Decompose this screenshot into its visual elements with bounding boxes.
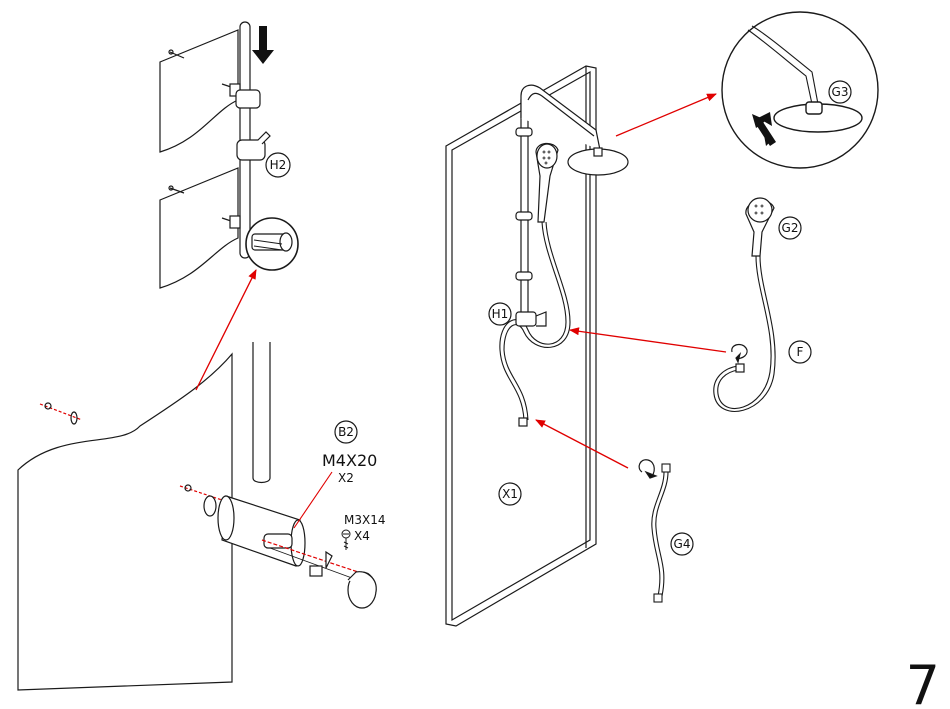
rotate-clockwise-icon [732, 345, 747, 362]
upper-wall-panel [160, 30, 238, 152]
part-label-g4: G4 [671, 533, 693, 555]
svg-text:F: F [797, 345, 804, 359]
svg-text:G4: G4 [674, 537, 691, 551]
svg-text:H2: H2 [270, 158, 287, 172]
screw-icon [342, 530, 350, 550]
hose-g4 [652, 464, 670, 602]
page-number: 7 [906, 654, 940, 709]
screw-small-qty: X4 [354, 529, 370, 543]
part-label-h2: H2 [266, 153, 290, 177]
svg-text:G2: G2 [782, 221, 799, 235]
part-label-g2: G2 [779, 217, 801, 239]
mixer-valve [516, 312, 536, 326]
part-label-f: F [789, 341, 811, 363]
part-label-g3: G3 [829, 81, 851, 103]
shower-head-zoom [722, 12, 878, 168]
svg-text:G3: G3 [832, 85, 849, 99]
shower-head-callout-arrow [616, 94, 716, 136]
part-label-h1: H1 [489, 303, 511, 325]
small-screw-callout: M3X14 X4 [342, 513, 385, 550]
hand-shower-with-hose [714, 198, 775, 411]
shower-panel-illustration [446, 66, 628, 626]
svg-text:B2: B2 [338, 425, 354, 439]
wall-bracket-detail [18, 342, 376, 690]
screw-b2-size: M4X20 [322, 451, 377, 470]
rail-section [253, 342, 270, 483]
part-label-x1: X1 [499, 483, 521, 505]
screw-small-size: M3X14 [344, 513, 385, 527]
svg-text:X1: X1 [502, 487, 518, 501]
handshower-holder [237, 140, 265, 160]
bracket-body [222, 496, 300, 566]
slide-down-arrow-icon [252, 26, 274, 64]
svg-text:H1: H1 [492, 307, 509, 321]
screw-b2-qty: X2 [338, 471, 354, 485]
zoom-circle [722, 12, 878, 168]
rotate-clockwise-icon-2 [639, 460, 656, 478]
